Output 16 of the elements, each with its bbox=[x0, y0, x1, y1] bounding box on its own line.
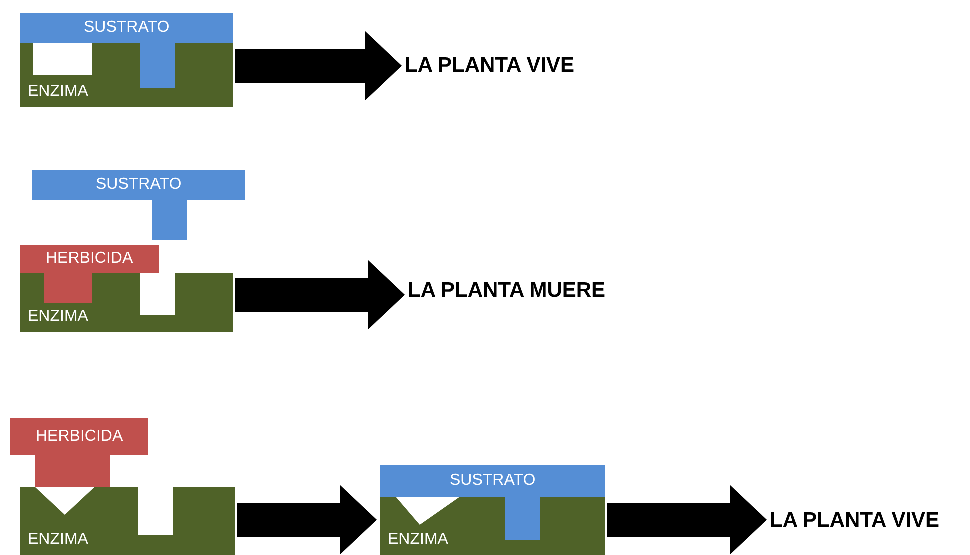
shape-label: HERBICIDA bbox=[36, 428, 124, 446]
block-arrow bbox=[237, 485, 378, 555]
result-text: LA PLANTA VIVE bbox=[405, 53, 575, 79]
shape-label: HERBICIDA bbox=[46, 250, 134, 268]
block-arrow bbox=[235, 260, 406, 330]
block-arrow bbox=[235, 31, 402, 101]
shape-label: ENZIMA bbox=[28, 83, 88, 101]
shape-label: SUSTRATO bbox=[84, 19, 170, 37]
result-text: LA PLANTA MUERE bbox=[408, 278, 606, 304]
result-text: LA PLANTA VIVE bbox=[770, 508, 940, 534]
shape-label: ENZIMA bbox=[28, 308, 88, 326]
block-arrow bbox=[607, 485, 768, 555]
shape-label: ENZIMA bbox=[388, 531, 448, 549]
shape-label: ENZIMA bbox=[28, 531, 88, 549]
shape-label: SUSTRATO bbox=[96, 176, 182, 194]
shape-label: SUSTRATO bbox=[450, 472, 536, 490]
